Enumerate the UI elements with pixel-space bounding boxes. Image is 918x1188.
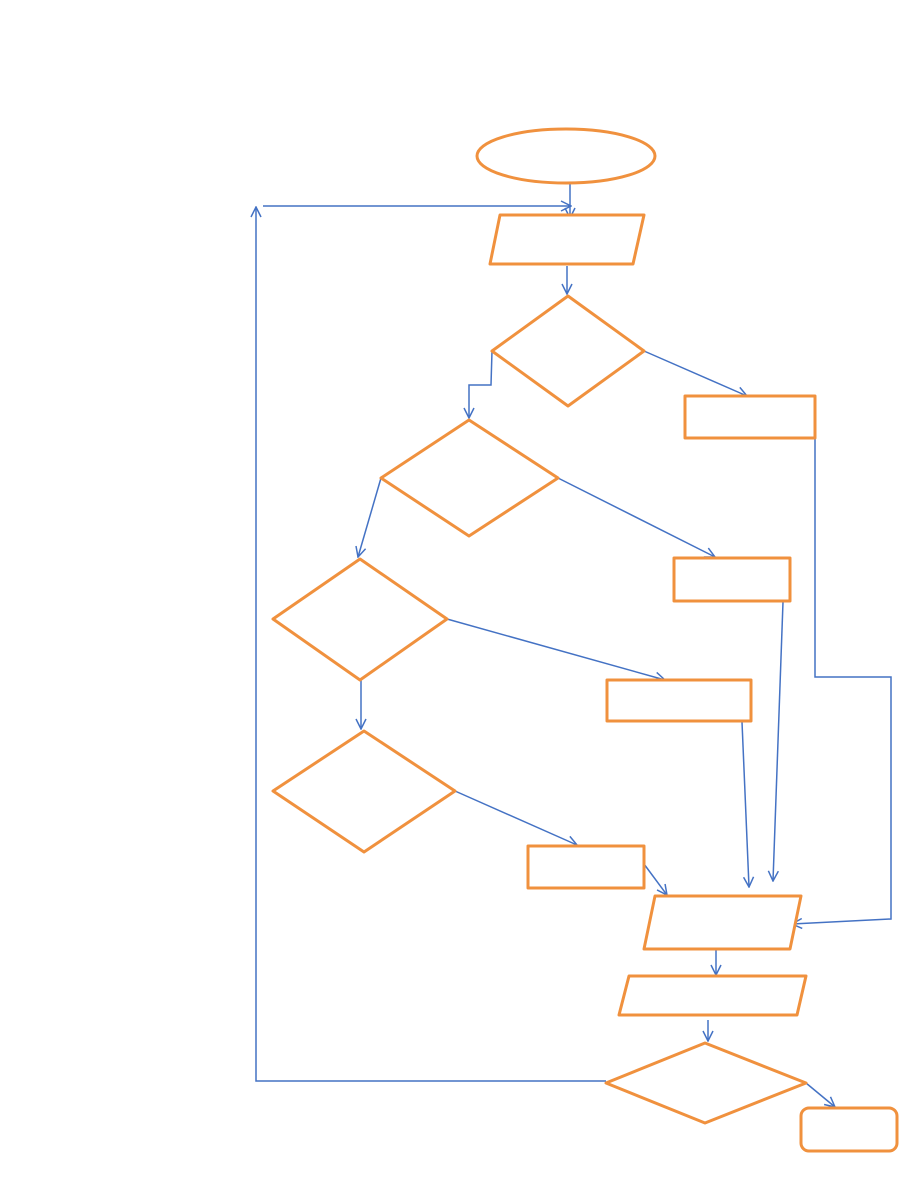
decision-4-diamond[interactable] [271, 729, 457, 854]
edge-decision-5-loop-to-input [256, 207, 606, 1082]
process-3-box[interactable] [605, 678, 753, 723]
edge-decision-1-to-decision-2 [469, 350, 493, 418]
edge-process-4-to-output-1 [643, 863, 667, 895]
edge-process-1-to-output-1 [792, 438, 892, 924]
start-terminal[interactable] [475, 127, 657, 185]
process-4-box[interactable] [526, 844, 646, 890]
output-2-parallelogram[interactable] [617, 974, 808, 1017]
edge-decision-1-to-process-1 [643, 350, 747, 396]
edge-decision-2-to-process-2 [557, 477, 715, 557]
edge-decision-5-to-end [805, 1082, 835, 1107]
decision-2-diamond[interactable] [379, 418, 560, 538]
edge-process-3-to-output-1 [741, 721, 749, 887]
input-parallelogram[interactable] [488, 213, 646, 266]
nodes [271, 127, 899, 1153]
decision-3-diamond[interactable] [271, 557, 449, 682]
end-terminal[interactable] [799, 1106, 899, 1153]
decision-5-diamond[interactable] [604, 1041, 808, 1125]
process-2-box[interactable] [672, 556, 792, 603]
edge-decision-2-to-decision-3 [358, 477, 382, 557]
decision-1-diamond[interactable] [490, 294, 646, 408]
process-1-box[interactable] [683, 394, 817, 440]
edge-decision-3-to-process-3 [446, 618, 665, 680]
edge-decision-4-to-process-4 [454, 790, 577, 845]
edge-process-2-to-output-1 [773, 601, 784, 881]
connectors [256, 184, 892, 1107]
output-1-parallelogram[interactable] [642, 894, 803, 951]
